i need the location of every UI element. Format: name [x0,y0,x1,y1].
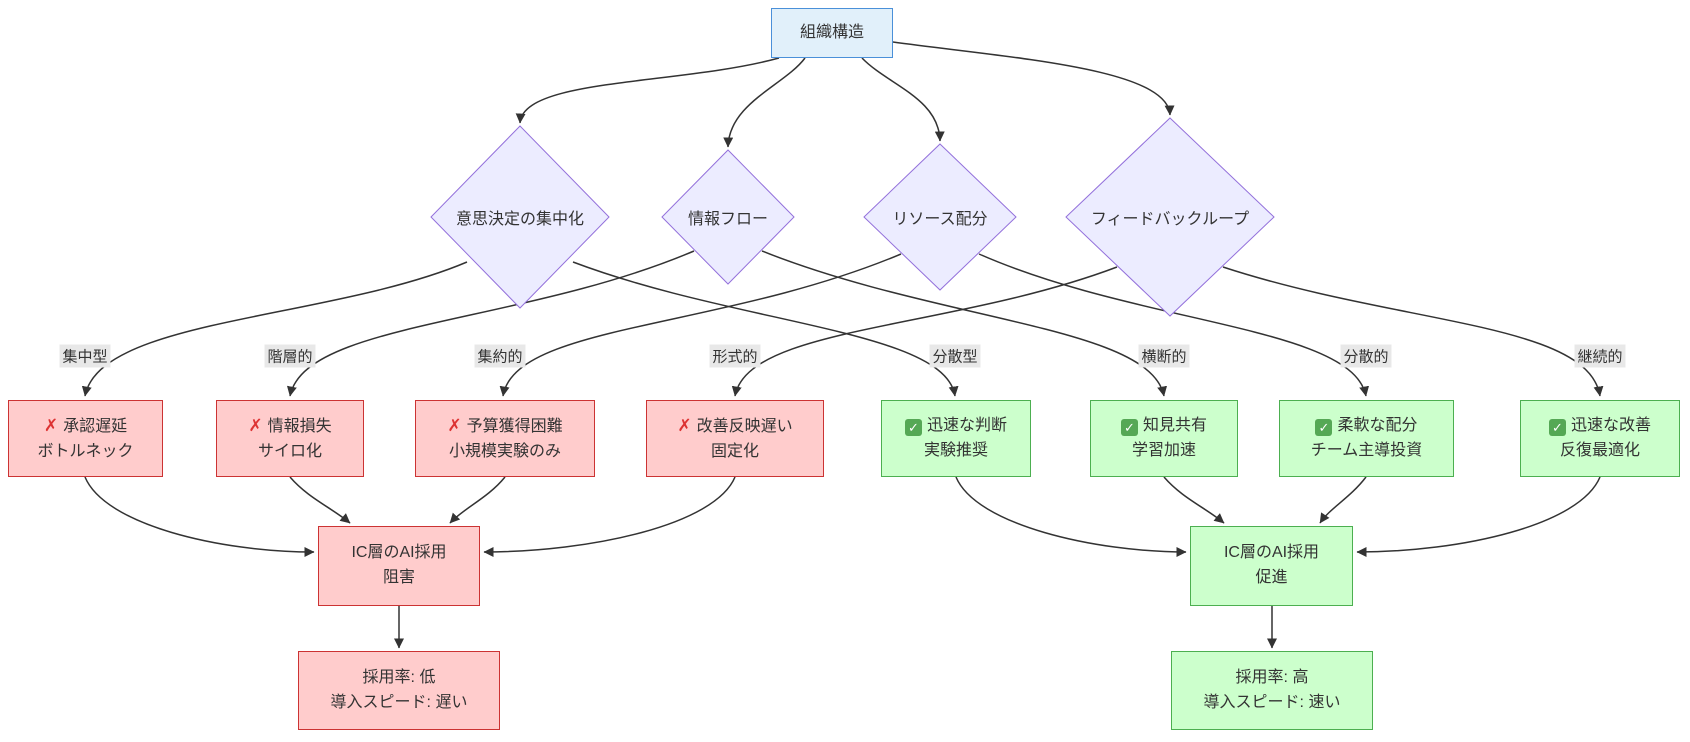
outcome-box-6-line2: 学習加速 [1131,441,1196,459]
converge-promoted-line1: IC層のAI採用 [1223,544,1320,562]
outcome-box-3-line1: 予算獲得困難 [466,417,563,435]
edge-decision2-outcome6 [761,250,1168,397]
diamond-shape [430,125,610,309]
result-high-line2: 導入スピード: 速い [1203,693,1341,711]
outcome-box-4-line2: 固定化 [710,442,759,460]
edge-outcome5-promoted [955,476,1187,557]
outcome-box-8: ✓迅速な改善 反復最適化 [1520,400,1680,477]
outcome-box-1-line2: ボトルネック [37,442,134,460]
cross-mark-icon: ✗ [43,415,59,435]
edge-decision4-outcome4 [731,266,1118,397]
converge-promoted-line2: 促進 [1255,569,1288,586]
edge-label-8: 継続的 [1574,344,1626,368]
edge-root-to-decision-2 [723,57,806,148]
result-high-node: 採用率: 高 導入スピード: 速い [1171,651,1373,730]
edge-decision4-outcome8 [1222,266,1604,397]
outcome-box-4: ✗改善反映遅い 固定化 [646,400,824,477]
converge-blocked-node: IC層のAI採用 阻害 [318,526,480,606]
cross-mark-icon: ✗ [447,415,462,435]
outcome-box-3-line2: 小規模実験のみ [448,442,561,460]
check-mark-icon: ✓ [1315,418,1333,436]
edge-outcome4-blocked [483,476,736,557]
diamond-shape [863,143,1017,291]
outcome-box-3: ✗予算獲得困難 小規模実験のみ [415,400,595,477]
outcome-box-2: ✗情報損失 サイロ化 [216,400,364,477]
check-mark-icon: ✓ [904,418,922,436]
outcome-box-2-line2: サイロ化 [257,442,322,460]
outcome-box-1: ✗承認遅延 ボトルネック [8,400,163,477]
cross-mark-icon: ✗ [248,415,263,435]
decision-node-3: リソース配分 [863,143,1017,291]
root-node: 組織構造 [771,8,893,58]
edge-label-4: 形式的 [709,344,761,368]
check-mark-icon: ✓ [1120,418,1138,436]
decision-node-4-label: フィードバックループ [1090,211,1250,228]
result-low-line1: 採用率: 低 [362,668,436,686]
edge-label-1: 集中型 [59,344,111,368]
check-mark-icon: ✓ [1548,418,1566,436]
outcome-box-7-line2: チーム主導投資 [1310,441,1423,459]
decision-node-2: 情報フロー [661,149,795,285]
outcome-box-8-line1: 迅速な改善 [1570,416,1651,434]
edge-outcome1-blocked [84,476,315,557]
edge-outcome8-promoted [1356,476,1601,557]
edge-label-7: 分散的 [1340,344,1392,368]
edge-outcome6-promoted [1163,476,1225,524]
result-low-node: 採用率: 低 導入スピード: 遅い [298,651,500,730]
outcome-box-6: ✓知見共有 学習加速 [1090,400,1238,477]
outcome-box-4-line1: 改善反映遅い [696,417,793,435]
edge-decision1-outcome1 [81,261,468,397]
decision-node-1-label: 意思決定の集中化 [455,211,584,228]
decision-node-3-label: リソース配分 [892,211,988,228]
outcome-box-5-line1: 迅速な判断 [926,416,1007,434]
edge-decision2-outcome2 [287,250,695,397]
decision-node-2-label: 情報フロー [687,211,768,228]
edge-root-to-decision-1 [515,57,780,124]
converge-blocked-line2: 阻害 [382,569,415,586]
diamond-shape [1065,117,1275,317]
outcome-box-7-line1: 柔軟な配分 [1337,416,1418,434]
outcome-box-5: ✓迅速な判断 実験推奨 [881,400,1031,477]
outcome-box-1-line1: 承認遅延 [63,417,128,435]
edge-outcome2-blocked [289,476,351,524]
outcome-box-2-line1: 情報損失 [267,417,332,435]
outcome-box-6-line1: 知見共有 [1142,416,1207,434]
outcome-box-7: ✓柔軟な配分 チーム主導投資 [1279,400,1454,477]
edge-label-3: 集約的 [474,344,526,368]
outcome-box-5-line2: 実験推奨 [923,441,988,459]
edge-label-2: 階層的 [264,344,316,368]
edge-outcome7-promoted [1319,476,1367,524]
edge-decision1-outcome5 [572,261,959,397]
outcome-box-8-line2: 反復最適化 [1559,441,1640,459]
converge-promoted-node: IC層のAI採用 促進 [1190,526,1353,606]
edge-root-to-decision-3 [861,57,945,142]
result-low-line2: 導入スピード: 遅い [330,693,468,711]
edge-outcome3-blocked [449,476,506,524]
root-node-label: 組織構造 [799,23,864,41]
diamond-shape [661,149,795,285]
result-high-line1: 採用率: 高 [1235,668,1309,686]
decision-node-1: 意思決定の集中化 [430,125,610,309]
edge-decision3-outcome3 [499,253,902,397]
decision-node-4: フィードバックループ [1065,117,1275,317]
edge-label-6: 横断的 [1138,344,1190,368]
edge-root-to-decision-4 [892,41,1175,116]
cross-mark-icon: ✗ [677,415,692,435]
converge-blocked-line1: IC層のAI採用 [351,544,447,562]
edge-label-5: 分散型 [929,344,981,368]
edge-decision3-outcome7 [978,253,1370,397]
